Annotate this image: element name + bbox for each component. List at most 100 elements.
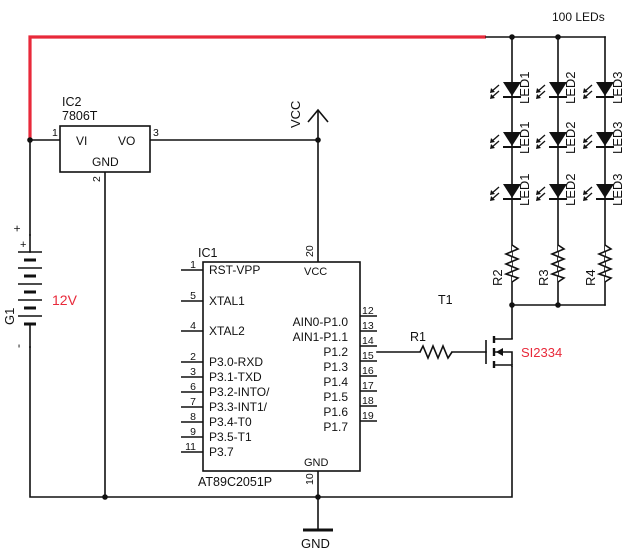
- ic1-body: [202, 261, 361, 472]
- battery-g1: + + - G1 12V: [2, 225, 78, 348]
- led-array: LED1LED1LED1R2LED2LED2LED2R3LED3LED3LED3…: [490, 71, 625, 286]
- ic1-pin-label: P1.6: [323, 405, 348, 419]
- ic1-pin-number: 1: [190, 259, 196, 271]
- battery-plus-mark: +: [10, 225, 24, 232]
- resistor-zigzag: [596, 244, 614, 283]
- ic2-reference: IC2: [62, 95, 82, 109]
- mosfet-source-lead: [494, 364, 513, 367]
- ic1-pin-number: 7: [190, 396, 196, 408]
- ic1-pin-label: XTAL1: [209, 294, 245, 308]
- ic1-pin-number: 13: [362, 320, 374, 332]
- junction-dot: [509, 34, 515, 40]
- led-light-arrowhead: [536, 88, 541, 93]
- ic1-pin-number: 17: [362, 380, 374, 392]
- resistor: R4: [583, 244, 614, 286]
- ic2-part-number: 7806T: [62, 109, 98, 123]
- led-diode-body: [549, 82, 567, 96]
- ic1-pin-label: P3.0-RXD: [209, 355, 263, 369]
- mosfet-t1: T1 SI2334: [438, 293, 562, 368]
- ic1-pin-number: 3: [190, 366, 196, 378]
- ic2-body: [59, 125, 151, 173]
- ic1-gnd-label: GND: [304, 457, 329, 469]
- led-light-arrowhead: [536, 196, 541, 201]
- ic1-reference: IC1: [198, 246, 218, 260]
- ic2-vi-label: VI: [76, 134, 87, 148]
- led-light-arrowhead: [490, 88, 495, 93]
- ic1-pin-label: P3.5-T1: [209, 430, 252, 444]
- ground-label: GND: [301, 536, 330, 551]
- led-light-arrowhead: [583, 190, 588, 195]
- resistor-r1-label: R1: [410, 330, 426, 344]
- ic1-pin-number: 11: [185, 441, 196, 453]
- ic1-vcc-label: VCC: [304, 266, 327, 278]
- led-diode-body: [596, 184, 614, 198]
- ic1-pin-number: 12: [362, 305, 374, 317]
- led: LED1: [490, 71, 532, 104]
- resistor-zigzag: [549, 244, 567, 283]
- ic1-pin-number: 8: [190, 411, 196, 423]
- ic1-pin-label: XTAL2: [209, 324, 245, 338]
- led-label: LED2: [563, 121, 578, 154]
- junction-dot: [315, 494, 321, 500]
- led-diode-body: [549, 132, 567, 146]
- supply-wire-12v: [28, 35, 486, 140]
- resistor: R3: [536, 244, 567, 286]
- vi-wire: [29, 139, 61, 236]
- ic1-pin-number: 16: [362, 365, 374, 377]
- led: LED3: [583, 71, 625, 104]
- ic1-pin-label: P3.7: [209, 445, 234, 459]
- ic1-pin-number: 15: [362, 350, 374, 362]
- ic1-pin-label: P1.4: [323, 375, 348, 389]
- resistor-label: R2: [490, 269, 505, 286]
- ic1-pin-number: 18: [362, 395, 374, 407]
- led-light-arrowhead: [536, 94, 541, 99]
- ic2-pin-2: 2: [91, 176, 103, 182]
- ic2-gnd-label: GND: [92, 155, 119, 169]
- junction-dot: [555, 302, 561, 308]
- ic1-pin-label: P3.4-T0: [209, 415, 252, 429]
- ic1-vcc-pin-number: 20: [304, 245, 316, 257]
- battery-plus-mark: +: [20, 239, 26, 251]
- led-light-arrowhead: [583, 144, 588, 149]
- battery-gnd-wire: [29, 346, 513, 498]
- battery-minus-mark: -: [11, 344, 25, 348]
- ic1-part-number: AT89C2051P: [198, 475, 272, 489]
- ic1-pin-label: P1.2: [323, 345, 348, 359]
- battery-reference: G1: [2, 308, 17, 325]
- led-light-arrowhead: [536, 138, 541, 143]
- led: LED2: [536, 173, 578, 206]
- led: LED2: [536, 71, 578, 104]
- ic2-regulator: IC2 7806T VI VO GND 1 3 2: [52, 95, 159, 182]
- vcc-symbol: VCC: [288, 101, 329, 128]
- ic1-pin-label: AIN0-P1.0: [293, 315, 349, 329]
- ic2-vo-label: VO: [118, 134, 135, 148]
- vcc-label: VCC: [288, 101, 303, 128]
- ic1-pin-number: 19: [362, 410, 374, 422]
- ic1-pin-label: P1.5: [323, 390, 348, 404]
- led-diode-body: [549, 184, 567, 198]
- resistor-r1-zigzag: [419, 343, 453, 361]
- ic1-pin-label: P3.1-TXD: [209, 370, 262, 384]
- led-label: LED2: [563, 173, 578, 206]
- junctions: [27, 34, 561, 500]
- ic1-pin-label: RST-VPP: [209, 263, 260, 277]
- led-label: LED1: [517, 173, 532, 206]
- ground-symbol: GND: [301, 528, 333, 551]
- resistor: R2: [490, 244, 521, 286]
- ic1-pin-number: 14: [362, 335, 374, 347]
- led-label: LED1: [517, 121, 532, 154]
- leds-count-label: 100 LEDs: [552, 10, 605, 24]
- ic1-gnd-pin-number: 10: [304, 473, 316, 485]
- mosfet-t1-part: SI2334: [521, 345, 562, 360]
- wires: [28, 35, 606, 531]
- led-light-arrowhead: [583, 196, 588, 201]
- led: LED3: [583, 121, 625, 154]
- ic2-pin-3: 3: [153, 127, 159, 139]
- mosfet-arrow: [496, 348, 503, 356]
- ic1-pin-label: P1.3: [323, 360, 348, 374]
- resistor-r1: R1: [410, 330, 453, 361]
